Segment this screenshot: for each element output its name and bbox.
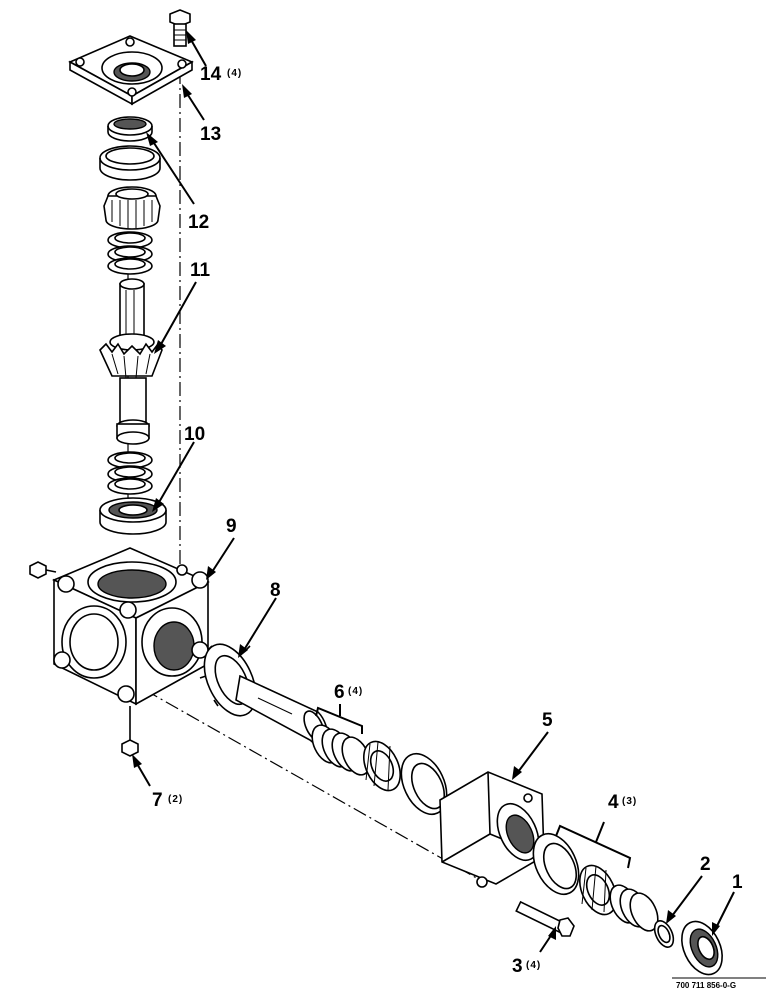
callout-6-qty: (4) (348, 686, 363, 697)
callout-3-number: 3 (512, 956, 523, 977)
callout-labels: 14 (4) 13 12 11 10 9 8 6 (4) 5 7 (2) 4 (… (152, 64, 743, 977)
part-12-bearing-cone (103, 186, 161, 230)
callout-12-number: 12 (188, 212, 209, 233)
part-11-pinion-shaft (99, 278, 163, 445)
housing-side-bolt (29, 561, 57, 579)
callout-3-qty: (4) (526, 960, 541, 971)
part-5-side-cover (439, 771, 545, 888)
part-1-seal (681, 920, 723, 976)
part-12-bearing-cup (99, 145, 161, 181)
callout-10-number: 10 (184, 424, 205, 445)
part-13-cover-plate (68, 35, 194, 106)
callout-5-number: 5 (542, 710, 553, 731)
callout-14-number: 14 (200, 64, 222, 85)
callout-9-number: 9 (226, 516, 237, 537)
part-8-bevel-gear-shaft (199, 643, 329, 746)
bearing-cone-mid (363, 740, 401, 792)
part-14-bolt (169, 9, 191, 47)
part-3-bolt (515, 900, 575, 937)
callout-4-qty: (3) (622, 796, 637, 807)
part-4-bearing-cone (579, 864, 617, 916)
part-4-shims (609, 884, 659, 932)
part-seal-top (107, 116, 153, 142)
callout-7-number: 7 (152, 790, 163, 811)
shims-lower (107, 451, 153, 495)
part-10-ball-bearing (99, 497, 167, 535)
part-2-snap-ring (653, 920, 675, 948)
callout-11-number: 11 (190, 260, 211, 281)
part-6-shims (311, 724, 371, 776)
callout-1-number: 1 (732, 872, 743, 893)
part-7-bolt (121, 706, 139, 757)
callout-13-number: 13 (200, 124, 221, 145)
shims-upper (107, 231, 153, 275)
bearing-cup-mid (400, 752, 448, 816)
callout-14-qty: (4) (227, 68, 242, 79)
part-9-gearbox-housing (52, 547, 210, 706)
part-4-bearing-cup (532, 832, 580, 896)
callout-7-qty: (2) (168, 794, 183, 805)
leader-lines (132, 30, 735, 953)
callout-4-number: 4 (608, 792, 619, 813)
drawing-reference-code: 700 711 856-0-G (676, 981, 736, 990)
callout-2-number: 2 (700, 854, 711, 875)
callout-8-number: 8 (270, 580, 281, 601)
callout-6-number: 6 (334, 682, 345, 703)
